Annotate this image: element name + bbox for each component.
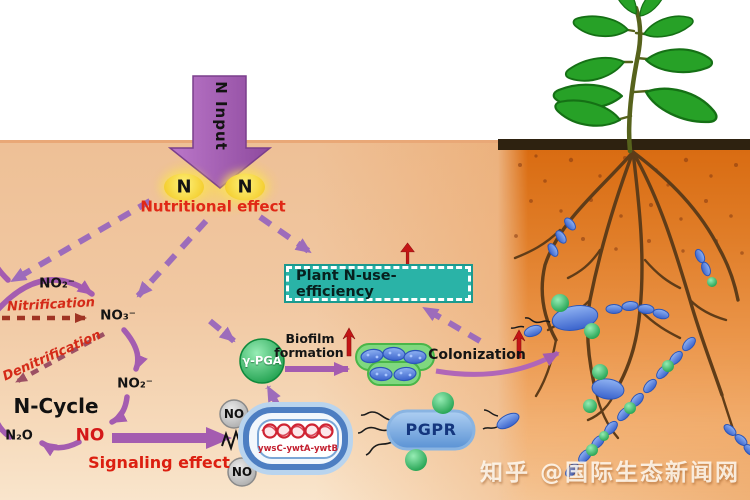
- gamma-pga-ball: [239, 338, 285, 384]
- no-label: NO: [75, 425, 105, 446]
- no2-top-label: NO₂⁻: [39, 275, 75, 292]
- dashed-relation-arrows: [10, 198, 482, 410]
- pgpr-label: PGPR: [405, 420, 457, 439]
- no2-bottom-label: NO₂⁻: [117, 375, 153, 392]
- n-input-label: N Input: [212, 81, 230, 151]
- biofilm-cluster: [355, 343, 435, 386]
- biofilm-label-line1: Biofilm: [285, 330, 335, 346]
- plant-roots: [513, 150, 740, 440]
- denitrification-arrow: [14, 332, 106, 384]
- no-circle-bottom-label: NO: [231, 465, 253, 479]
- watermark: 知乎 @国际生态新闻网: [480, 460, 741, 486]
- soil-speckles: [514, 154, 744, 255]
- n-input-arrow: [167, 75, 273, 189]
- soil-surface-bar-right: [498, 139, 750, 150]
- arrow-nutritional-to-box: [258, 214, 312, 255]
- increase-arrow-icons: [342, 242, 526, 359]
- gamma-pga-label: γ-PGA: [242, 353, 282, 368]
- pga-granule: [432, 392, 454, 414]
- pga-granule: [405, 449, 427, 471]
- n-cycle-arrows: [0, 266, 148, 457]
- soil-background-dark-right: [498, 150, 750, 500]
- no-circle-top-label: NO: [223, 407, 245, 421]
- plant-n-use-efficiency-label: Plant N-use-efficiency: [296, 267, 397, 300]
- root-colonizing-bacteria: [482, 217, 750, 478]
- signaling-effect-label: Signaling effect: [88, 453, 230, 472]
- arrow-roots-to-box: [422, 305, 482, 344]
- n-molecule-left: N: [164, 173, 204, 201]
- arrow-to-pga: [208, 318, 236, 344]
- pgpr-bacterium: [357, 392, 476, 471]
- colonization-arrow: [435, 350, 560, 377]
- soil-surface-line-left: [0, 140, 500, 143]
- flagella-icon: [357, 411, 393, 456]
- signaling-arrow: [112, 427, 232, 449]
- arrow-nutritional-to-no3: [135, 218, 209, 299]
- arrow-nutritional-to-left-edge: [10, 198, 152, 284]
- gene-cluster-label: ywsC-ywtA-ywtB: [258, 443, 338, 454]
- plant-n-use-efficiency-box: Plant N-use-efficiency: [284, 264, 473, 303]
- plant-illustration: [552, 0, 718, 154]
- n2o-label: N₂O: [5, 428, 33, 444]
- colonization-label: Colonization: [428, 347, 526, 363]
- bacterium-gene-cluster: [238, 402, 353, 475]
- no3-label: NO₃⁻: [100, 307, 136, 324]
- nutritional-effect-label: Nutritional effect: [140, 197, 286, 216]
- n-molecule-right: N: [225, 173, 265, 201]
- n-cycle-title: N-Cycle: [13, 394, 99, 418]
- biofilm-label-line2: formation: [274, 344, 344, 360]
